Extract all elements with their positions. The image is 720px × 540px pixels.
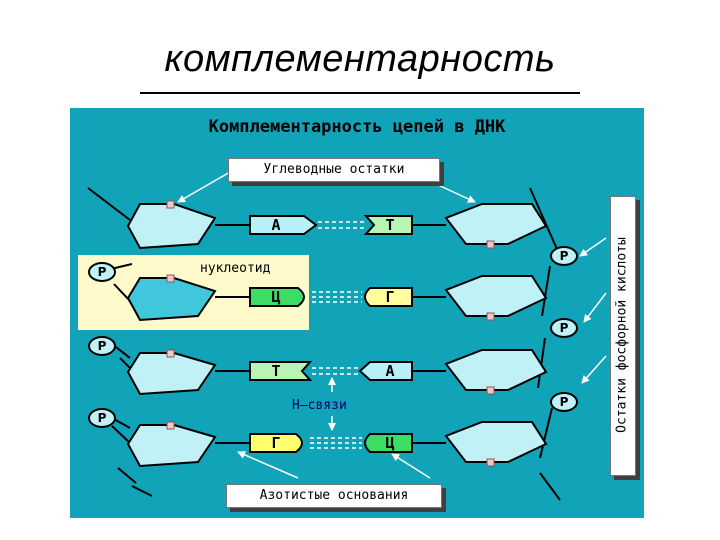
right-sugars	[444, 203, 548, 463]
phosphate-residues-box	[610, 196, 636, 476]
sugar-marker	[486, 386, 495, 395]
base-right-t	[363, 215, 413, 235]
sugar-marker	[486, 240, 495, 249]
base-left-g	[249, 433, 303, 453]
sugar-marker	[166, 421, 175, 430]
sugar-pentagon	[444, 203, 548, 245]
base-left-t	[249, 361, 313, 381]
sugar-pentagon	[444, 349, 548, 391]
phosphate-symbol: Р	[560, 395, 569, 409]
right-backbone-line	[537, 337, 546, 389]
base-letter-right: Т	[385, 216, 394, 234]
sugar-residues-label: Углеводные остатки	[228, 158, 440, 182]
base-letter-left: Г	[271, 434, 280, 452]
base-right-a	[358, 361, 413, 381]
dna-diagram-art: Р Р Р Р Р Р А	[87, 171, 607, 501]
hydrogen-bonds	[310, 221, 364, 449]
left-backbone-line	[87, 187, 131, 221]
base-letter-right: Ц	[385, 434, 394, 452]
sugar-marker	[486, 312, 495, 321]
sugar-pentagon	[444, 275, 548, 317]
arrow-phosphate	[581, 355, 607, 384]
left-bases	[249, 215, 318, 453]
phosphates: Р Р Р Р Р Р	[88, 246, 578, 428]
base-right-c	[364, 433, 413, 453]
arrow-phosphate	[583, 292, 607, 323]
left-backbone-line	[117, 467, 137, 484]
right-backbone-line	[541, 265, 551, 317]
sugar-marker	[166, 274, 175, 283]
sugar-pentagon	[126, 424, 217, 468]
nitrogen-bases-label: Азотистые основания	[226, 484, 442, 508]
left-backbone-line	[131, 485, 153, 497]
sugar-base-connectors	[215, 224, 446, 444]
phosphate-left: Р	[88, 336, 116, 356]
phosphate-right: Р	[550, 246, 578, 266]
sugar-marker	[166, 200, 175, 209]
dna-diagram: Р Р Р Р Р Р А	[70, 108, 644, 518]
slide-title: комплементарность	[164, 38, 556, 80]
sugar-marker	[486, 458, 495, 467]
phosphate-right: Р	[550, 392, 578, 412]
title-underline	[140, 92, 580, 94]
arrow-base-right	[391, 453, 431, 479]
base-letter-left: А	[271, 216, 280, 234]
base-letter-left: Ц	[271, 288, 280, 306]
phosphate-right: Р	[550, 318, 578, 338]
base-left-a	[249, 215, 318, 235]
sugar-marker	[166, 349, 175, 358]
left-sugars	[126, 203, 217, 468]
right-backbone-line	[539, 472, 561, 501]
base-left-c	[249, 287, 305, 307]
base-right-g	[364, 287, 413, 307]
phosphate-symbol: Р	[98, 411, 107, 425]
phosphate-left: Р	[88, 262, 116, 282]
right-bases	[358, 215, 413, 453]
diagram-title: Комплементарность цепей в ДНК	[208, 117, 506, 137]
phosphate-symbol: Р	[98, 265, 107, 279]
right-backbone-line	[539, 407, 553, 459]
base-letter-left: Т	[271, 362, 280, 380]
phosphate-symbol: Р	[98, 339, 107, 353]
phosphate-residues-label: Остатки фосфорной кислоты	[614, 237, 630, 433]
pointer-arrows	[177, 171, 607, 479]
arrow-sugar-left	[177, 171, 231, 203]
arrow-base-left	[237, 451, 299, 479]
sugar-markers	[166, 200, 495, 467]
base-letter-right: А	[385, 362, 394, 380]
phosphate-left: Р	[88, 408, 116, 428]
sugar-pentagon	[126, 352, 217, 396]
arrow-phosphate	[579, 237, 607, 257]
right-backbone-line	[529, 187, 561, 257]
sugar-pentagon-highlighted	[126, 277, 217, 322]
phosphate-symbol: Р	[560, 249, 569, 263]
sugar-pentagon	[126, 203, 217, 250]
sugar-pentagon	[444, 421, 548, 463]
phosphate-symbol: Р	[560, 321, 569, 335]
nucleotide-label: нуклеотид	[200, 261, 271, 276]
h-bonds-label: Н–связи	[292, 398, 347, 413]
base-letter-right: Г	[385, 288, 394, 306]
base-letters: А Т Ц Г Т А Г Ц	[271, 216, 394, 452]
